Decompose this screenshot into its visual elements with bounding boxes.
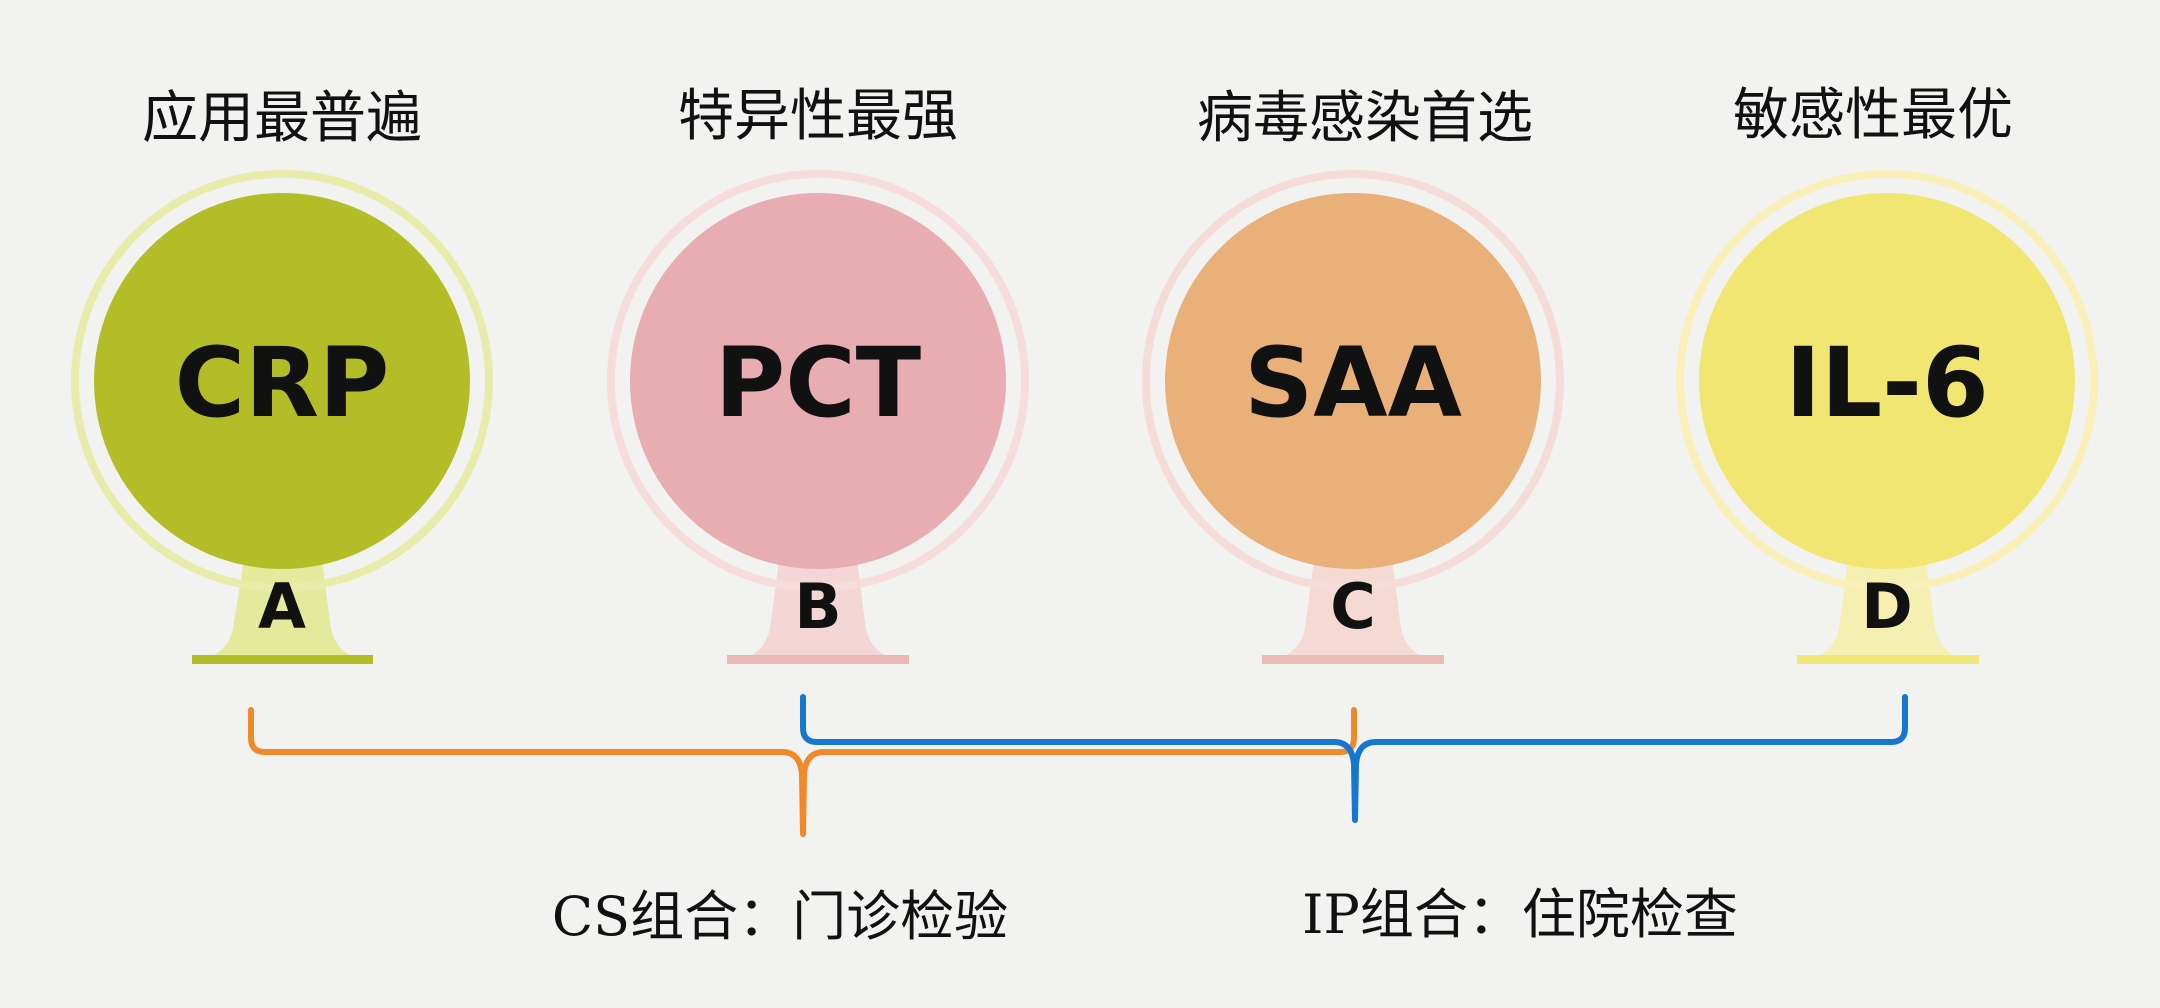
caption-il6: 敏感性最优 [1733,83,2013,148]
combo-label-ip: IP组合：住院检查 [1302,883,1738,946]
marker-il6: 敏感性最优 IL-6 D [1676,83,2098,664]
base-il6 [1797,655,1979,664]
base-pct [727,655,909,664]
base-saa [1262,655,1444,664]
halo-crp [71,170,493,592]
letter-d: D [1861,570,1912,643]
caption-crp: 应用最普遍 [142,86,422,151]
bracket-ip [800,694,1908,823]
combo-label-cs: CS组合：门诊检验 [552,885,1008,948]
marker-pct: 特异性最强 PCT B [607,84,1029,664]
circle-saa [1165,193,1541,569]
caption-saa: 病毒感染首选 [1197,86,1533,151]
letter-c: C [1330,570,1376,643]
label-crp: CRP [175,327,390,439]
letter-a: A [258,570,306,643]
label-il6: IL-6 [1785,327,1989,439]
halo-il6 [1676,170,2098,592]
circle-il6 [1699,193,2075,569]
label-saa: SAA [1244,327,1462,439]
caption-pct: 特异性最强 [678,84,958,149]
marker-saa: 病毒感染首选 SAA C [1142,86,1564,664]
halo-pct [607,170,1029,592]
bracket-cs [248,707,1357,837]
circle-pct [630,193,1006,569]
halo-saa [1142,170,1564,592]
letter-b: B [794,570,841,643]
base-crp [192,655,373,664]
circle-crp [94,193,470,569]
label-pct: PCT [715,327,921,439]
marker-crp: 应用最普遍 CRP A [71,86,493,664]
